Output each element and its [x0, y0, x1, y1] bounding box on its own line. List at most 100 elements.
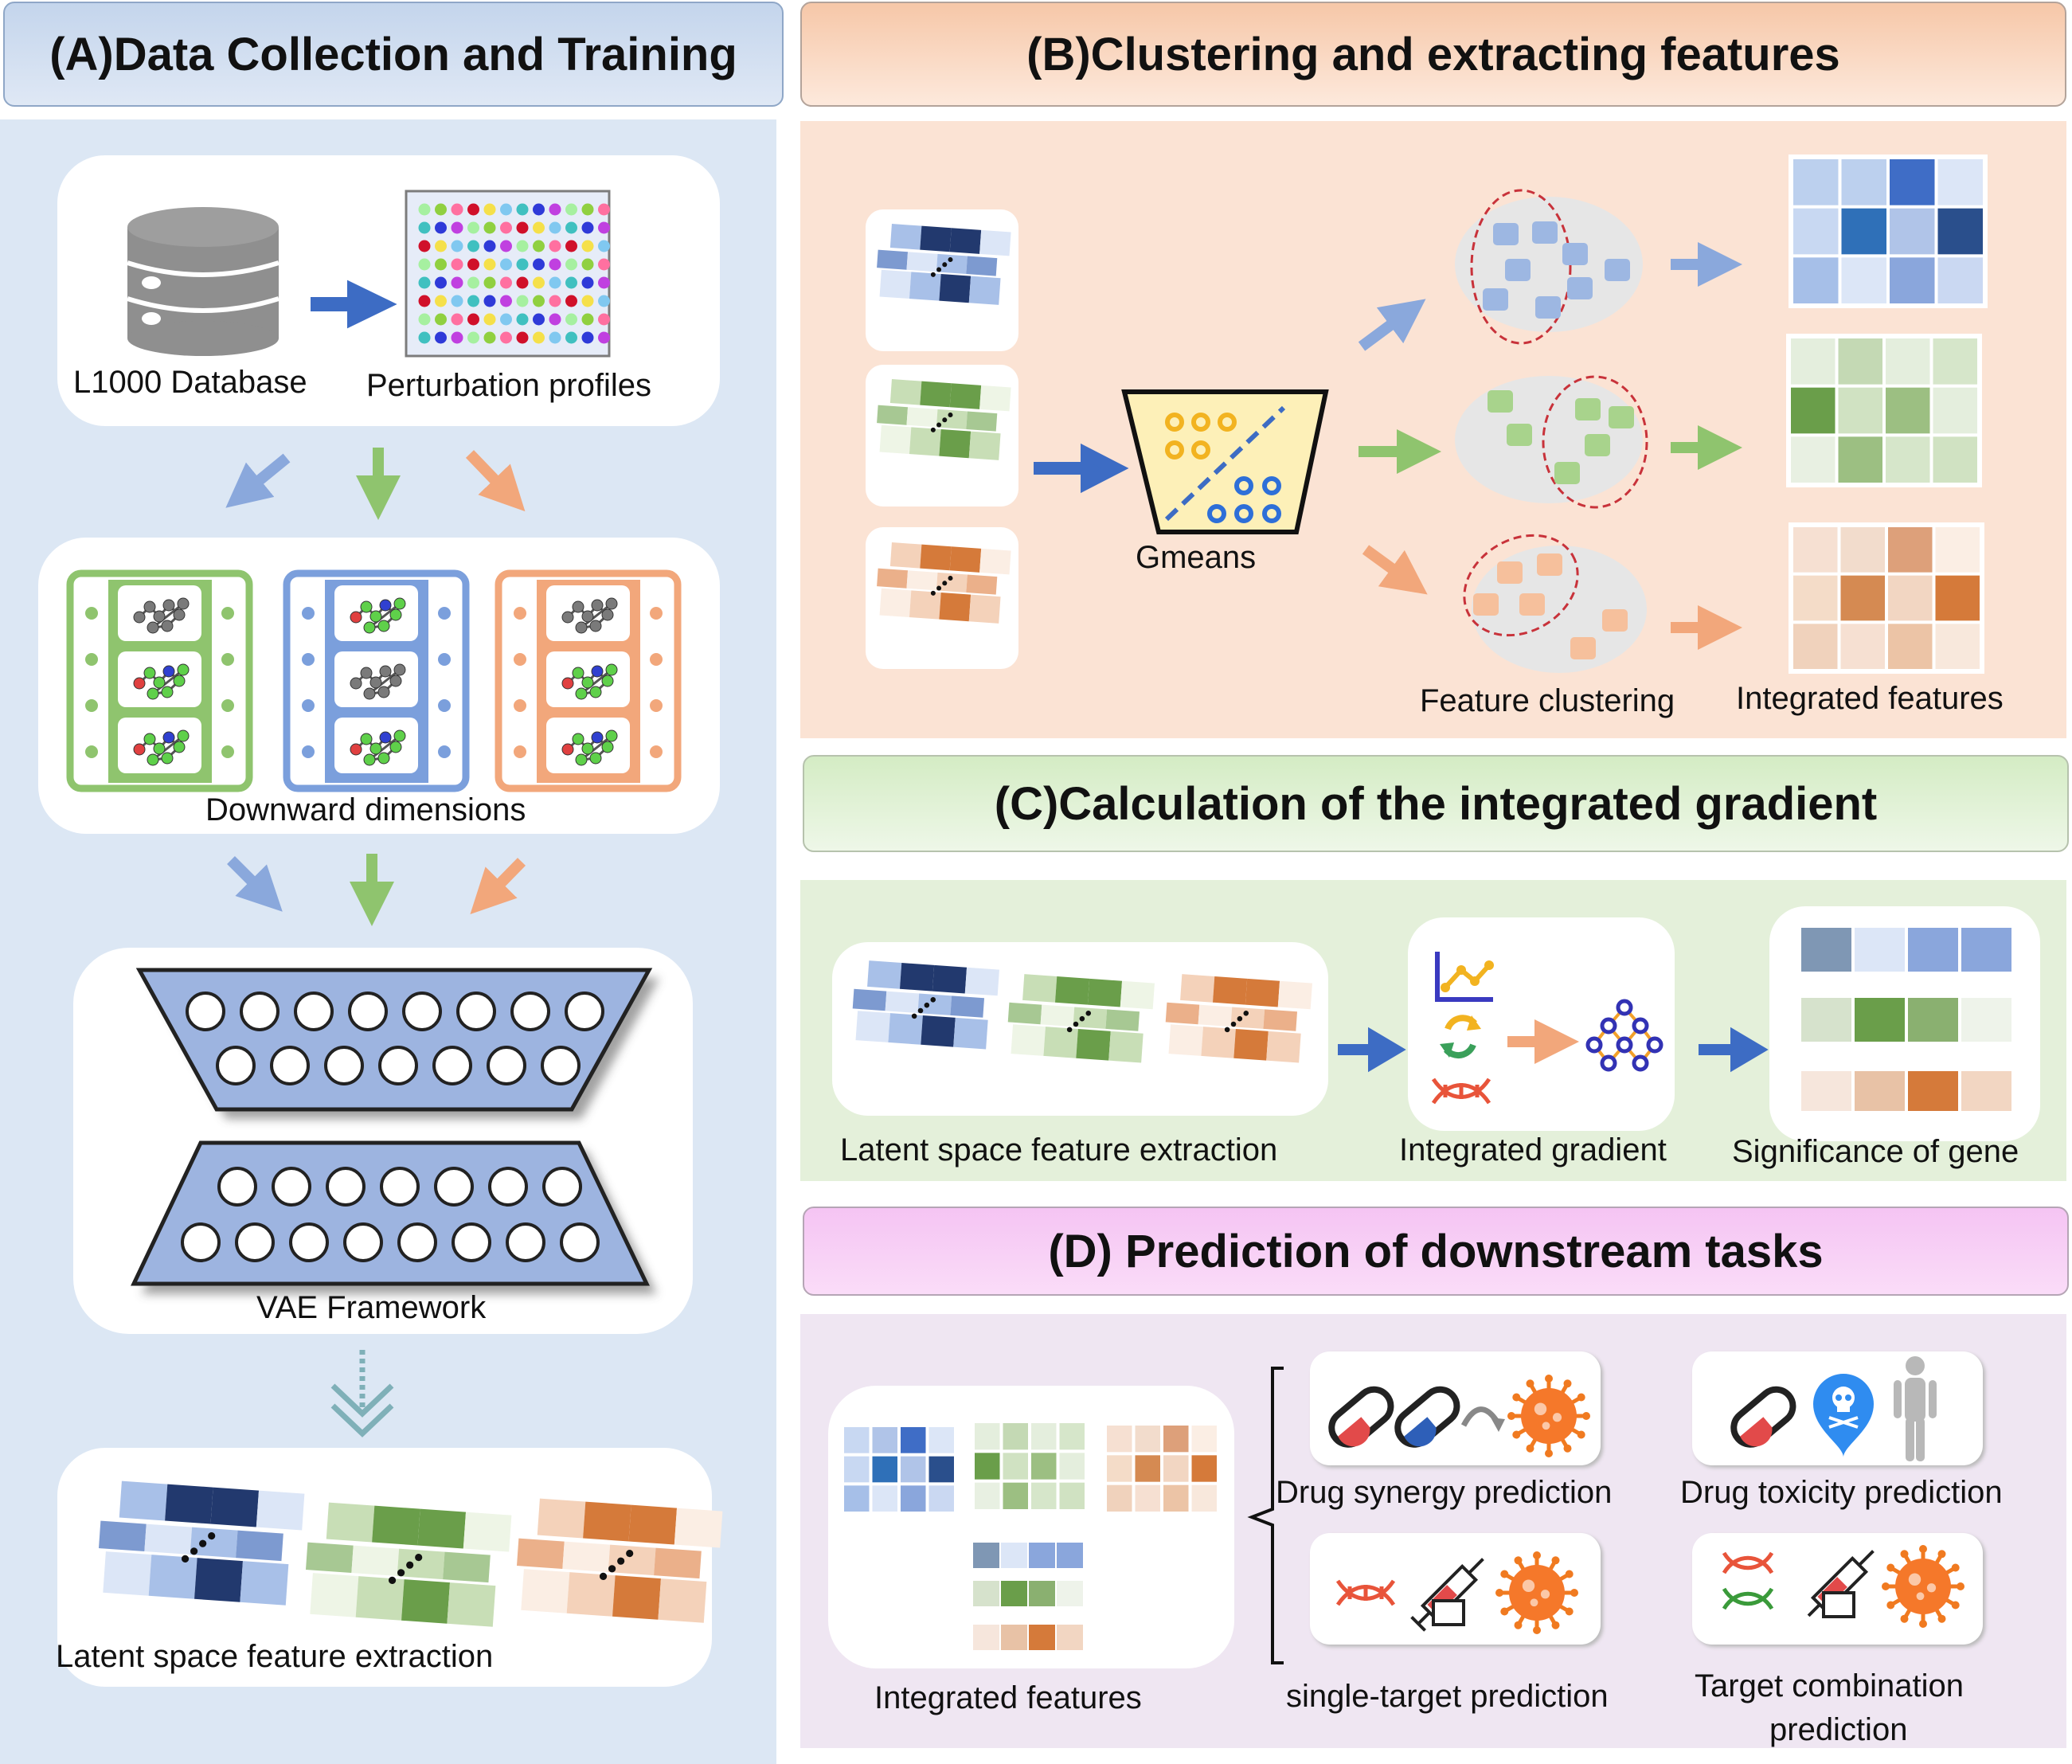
virus-knob [1512, 1430, 1521, 1439]
grid-cell [1838, 436, 1882, 483]
d-stack-cell [1029, 1625, 1055, 1650]
matrix-cell [401, 1579, 451, 1624]
grid-cell [1793, 257, 1839, 303]
plate-well [418, 221, 431, 234]
grid-cell [1793, 527, 1838, 573]
plate-well [581, 331, 594, 344]
atom-icon [177, 729, 190, 742]
plate-well [451, 295, 463, 307]
arrow-b-blue-icon [1358, 299, 1426, 351]
virus-knob [1514, 1621, 1523, 1629]
plate-well [565, 331, 577, 344]
plate-well [516, 221, 529, 234]
atom-icon [581, 676, 594, 689]
plate-well [435, 240, 447, 252]
significance-cell [1908, 1071, 1958, 1111]
dot [190, 1547, 198, 1555]
grid-cell [1003, 1453, 1028, 1480]
matrix-cell [885, 991, 920, 1014]
dot [936, 267, 942, 272]
plate-well [598, 221, 610, 234]
grid-cell [1107, 1455, 1132, 1482]
virus-spot [1552, 1413, 1562, 1422]
d-stack-cell [1001, 1543, 1027, 1568]
atom-icon [605, 729, 618, 742]
arrow-c2-icon [1699, 1027, 1769, 1073]
dot [930, 427, 936, 432]
tray-dot [514, 699, 526, 712]
atom-icon [173, 608, 186, 621]
plate-well [533, 203, 545, 216]
matrix-cell [950, 995, 985, 1018]
grid-cell [1163, 1426, 1189, 1453]
atom-icon [133, 743, 146, 756]
dot [930, 590, 936, 596]
matrix-cell [1007, 1002, 1042, 1025]
arrow-to-gmeans-icon [1034, 443, 1129, 494]
dot [1237, 1015, 1243, 1022]
vial-icon-1 [1432, 1599, 1465, 1626]
matrix-cell [355, 1576, 405, 1621]
virus-knob [1957, 1582, 1964, 1590]
tray-dot [302, 745, 315, 758]
atom-icon [389, 741, 402, 753]
matrix-cell [909, 590, 941, 620]
matrix-cell [906, 252, 938, 272]
matrix-cell [1165, 1002, 1200, 1025]
plate-well [549, 258, 561, 271]
plate-well [451, 240, 463, 252]
atom-icon [162, 731, 175, 744]
significance-label: Significance of gene [1732, 1134, 2019, 1169]
dot [626, 1549, 634, 1558]
matrix-cell [562, 1541, 611, 1573]
grid-cell [1840, 575, 1885, 621]
plate-well [598, 276, 610, 289]
grid-cell [1031, 1423, 1057, 1450]
virus-knob [1545, 1375, 1553, 1383]
grid-cell [1937, 257, 1983, 303]
grid-cell [1933, 338, 1977, 385]
matrix-cell [906, 407, 938, 428]
plate-well [418, 295, 431, 307]
grid-cell [1003, 1482, 1028, 1509]
plate-well [418, 203, 431, 216]
plate-well [467, 203, 479, 216]
matrix-cell [877, 249, 909, 270]
matrix-cell [979, 229, 1011, 256]
virus-knob [1495, 1589, 1503, 1597]
single-target-label: single-target prediction [1286, 1679, 1609, 1714]
tray-dot [514, 653, 526, 666]
d-stack-cell [1057, 1581, 1083, 1606]
dot [924, 1002, 930, 1008]
atom-icon [153, 742, 166, 755]
grid-cell [1107, 1484, 1132, 1512]
matrix-cell [194, 1558, 244, 1602]
matrix-cell [537, 1498, 586, 1539]
matrix-cell [888, 1013, 923, 1045]
grid-cell [1890, 257, 1935, 303]
virus-knob [1526, 1379, 1534, 1388]
virus-knob [1900, 1614, 1909, 1623]
matrix-cell [612, 1575, 662, 1620]
virus-spot [1908, 1573, 1921, 1586]
dot [397, 1569, 405, 1577]
atom-icon [143, 667, 156, 679]
dna-icon [1431, 1078, 1491, 1105]
grid-cell [1841, 159, 1886, 205]
vae-node [380, 1167, 420, 1207]
plate-well [598, 331, 610, 344]
matrix-cell [190, 1527, 238, 1559]
matrix-cell [855, 1011, 890, 1042]
grid-cell [975, 1423, 1000, 1450]
atom-icon [575, 753, 588, 766]
atom-icon [162, 599, 175, 612]
atom-icon [389, 675, 402, 687]
plate-well [565, 203, 577, 216]
combo-label-1: Target combination [1695, 1668, 1964, 1703]
atom-icon [173, 675, 186, 687]
vae-node [397, 1222, 437, 1262]
vae-node [348, 992, 388, 1031]
grid-cell [844, 1427, 870, 1453]
grid-cell [975, 1453, 1000, 1480]
matrix-cell [906, 570, 938, 591]
